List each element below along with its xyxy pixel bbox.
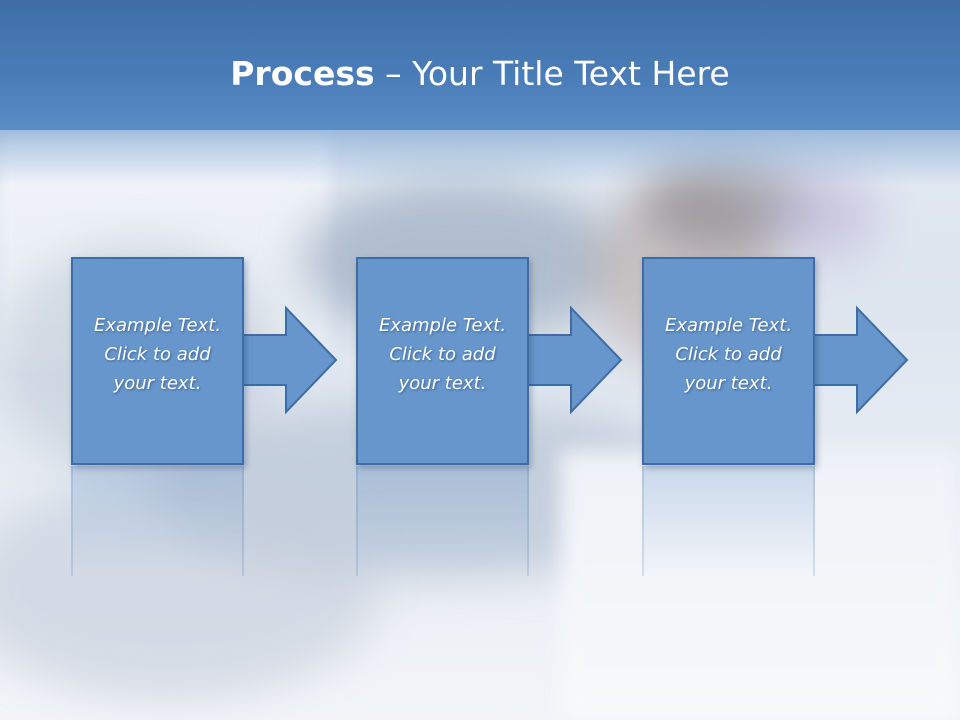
right-arrow-icon[interactable] bbox=[525, 305, 623, 415]
step-2-reflection bbox=[356, 466, 529, 576]
title-bar bbox=[0, 0, 960, 130]
title-bar-fade bbox=[0, 125, 960, 185]
process-step-1-text[interactable]: Example Text. Click to add your text. bbox=[93, 314, 222, 394]
process-step-3-text[interactable]: Example Text. Click to add your text. bbox=[664, 314, 793, 394]
background-ball bbox=[770, 170, 880, 260]
process-step-2[interactable]: Example Text. Click to add your text. bbox=[356, 257, 529, 465]
background-figure-legs bbox=[0, 480, 380, 700]
process-step-2-text[interactable]: Example Text. Click to add your text. bbox=[378, 314, 507, 394]
step-1-reflection bbox=[71, 466, 244, 576]
slide-title-rest: – Your Title Text Here bbox=[374, 54, 730, 93]
step-3-reflection bbox=[642, 466, 815, 576]
slide-title[interactable]: Process – Your Title Text Here bbox=[0, 52, 960, 96]
background-floor bbox=[560, 450, 960, 720]
right-arrow-icon[interactable] bbox=[811, 305, 909, 415]
process-step-3[interactable]: Example Text. Click to add your text. bbox=[642, 257, 815, 465]
right-arrow-icon[interactable] bbox=[240, 305, 338, 415]
process-step-1[interactable]: Example Text. Click to add your text. bbox=[71, 257, 244, 465]
slide-title-bold: Process bbox=[230, 54, 375, 93]
